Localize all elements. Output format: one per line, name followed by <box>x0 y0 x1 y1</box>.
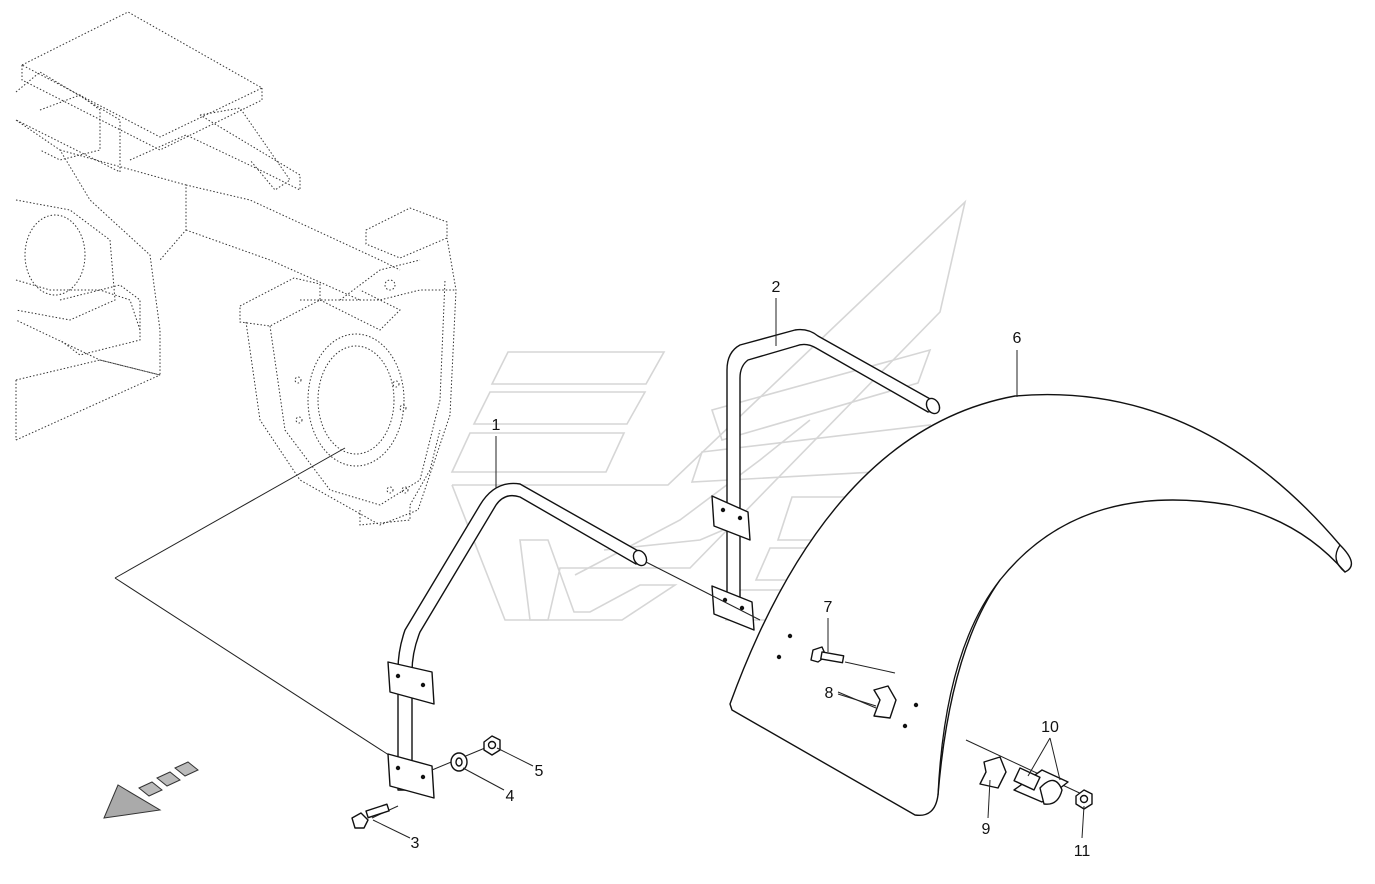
callout-3: 3 <box>411 835 420 852</box>
clamp-assembly-10 <box>1013 767 1069 805</box>
rear-fender-bracket <box>711 328 941 631</box>
callout-1: 1 <box>492 417 501 434</box>
lower-mount-plate <box>387 753 435 799</box>
washer-4 <box>450 752 468 772</box>
callout-6: 6 <box>1013 330 1022 347</box>
forward-direction-arrow-icon <box>103 761 199 819</box>
callout-9: 9 <box>982 821 991 838</box>
callout-7: 7 <box>824 599 833 616</box>
clamp-strap-8 <box>873 685 897 719</box>
hex-nut-5 <box>483 735 501 756</box>
upper-mount-plate <box>387 661 435 705</box>
leader-lines <box>372 298 1085 839</box>
hex-nut-11 <box>1075 789 1093 810</box>
callout-4: 4 <box>506 788 515 805</box>
machine-frame <box>15 11 457 526</box>
callout-8: 8 <box>825 685 834 702</box>
callout-11: 11 <box>1074 843 1091 860</box>
hex-bolt-3 <box>351 803 390 829</box>
callout-10: 10 <box>1041 719 1059 736</box>
front-fender-bracket <box>387 482 648 799</box>
callout-5: 5 <box>535 763 544 780</box>
clamp-strap-9 <box>979 756 1007 789</box>
hex-bolt-7 <box>810 646 896 674</box>
callout-labels: 1 2 3 4 5 6 7 8 9 10 11 <box>411 279 1091 860</box>
callout-2: 2 <box>772 279 781 296</box>
